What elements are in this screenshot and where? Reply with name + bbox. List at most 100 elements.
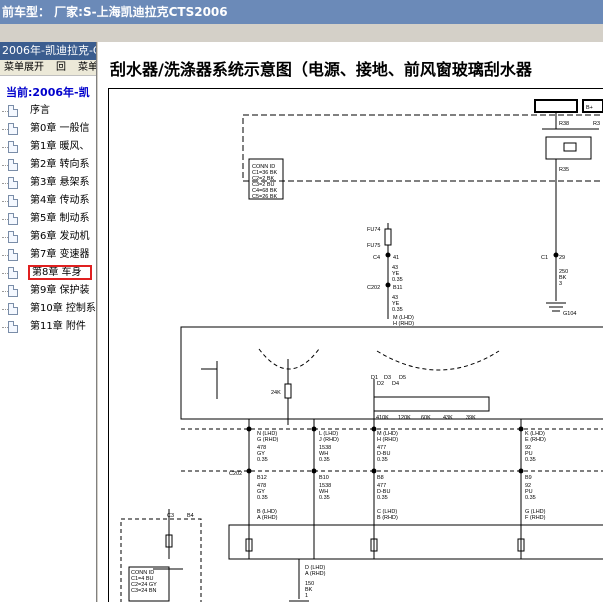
wire-label: 478	[257, 483, 266, 489]
sidebar-toolbar: 菜单展开 回 菜单	[0, 60, 96, 76]
content-toolbar-strip	[98, 24, 603, 42]
wire-label: BK	[305, 587, 313, 593]
tree-connector	[2, 165, 8, 166]
sidebar-item[interactable]: 第5章 制动系	[0, 210, 96, 228]
wire-label: 0.35	[392, 307, 403, 313]
wire-label: 477	[377, 483, 386, 489]
connector-label: C202	[229, 471, 242, 477]
fuse-label: FU74	[367, 227, 380, 233]
diode-label: D4	[392, 381, 399, 387]
document-icon	[8, 105, 18, 117]
wire-label: 250	[559, 269, 568, 275]
sidebar-item-label: 第10章 控制系	[30, 303, 96, 314]
wire-label: GY	[257, 451, 265, 457]
conn-id-top-text: C5=26 BK	[252, 194, 278, 200]
wire-label: WH	[319, 489, 328, 495]
bplus-label: B+	[586, 105, 593, 111]
pin-label: B9	[525, 475, 532, 481]
sidebar-item[interactable]: 第4章 传动系	[0, 192, 96, 210]
wire-label: 1	[305, 593, 308, 599]
connector-label: R3	[593, 121, 600, 127]
tree-connector	[2, 291, 8, 292]
conn-id-top-box	[248, 158, 284, 200]
fuse-symbol	[384, 228, 392, 246]
document-icon	[8, 303, 18, 315]
sidebar-item[interactable]: 第3章 悬架系	[0, 174, 96, 192]
wire-label: YE	[392, 271, 400, 277]
resistor-ladder	[373, 396, 490, 412]
sidebar-item-label: 第4章 传动系	[30, 195, 90, 206]
pin-label: B (RHD)	[377, 515, 398, 521]
conn-id-top-text: CONN ID	[252, 164, 275, 170]
resistor-label: 43K	[443, 415, 453, 421]
sidebar-item[interactable]: 第9章 保护装	[0, 282, 96, 300]
menu-button[interactable]: 菜单	[78, 62, 96, 73]
sidebar-item[interactable]: 第10章 控制系	[0, 300, 96, 318]
sidebar-item-label: 第2章 转向系	[30, 159, 90, 170]
expand-menu-button[interactable]: 菜单展开	[4, 62, 44, 73]
sidebar-item-label: 第7章 变速器	[30, 249, 90, 260]
pin-label: C (LHD)	[377, 509, 397, 515]
wire-label: 150	[305, 581, 314, 587]
tree-connector	[2, 327, 8, 328]
pin-label: G (LHD)	[525, 509, 546, 515]
wire-label: 0.35	[319, 457, 330, 463]
wire-label: 0.35	[392, 277, 403, 283]
top-component-box	[242, 114, 603, 182]
sidebar-item[interactable]: 第0章 一般信	[0, 120, 96, 138]
diode-label: D5	[399, 375, 406, 381]
connector-label: 41	[393, 255, 399, 261]
wire-label: 0.35	[525, 457, 536, 463]
diode-label: D3	[384, 375, 391, 381]
connector-label: C4	[373, 255, 380, 261]
pin-label: B (LHD)	[257, 509, 277, 515]
back-button[interactable]: 回	[56, 62, 66, 73]
sidebar-item[interactable]: 序言	[0, 102, 96, 120]
switch-module-box	[228, 524, 603, 560]
sidebar-item[interactable]: 第1章 暖风、	[0, 138, 96, 156]
pin-label: J (RHD)	[319, 437, 339, 443]
wire-label: 477	[377, 445, 386, 451]
wire-label: D-BU	[377, 451, 390, 457]
sidebar-item[interactable]: 第2章 转向系	[0, 156, 96, 174]
wire-label: 0.35	[377, 495, 388, 501]
motor-module-box	[180, 326, 603, 420]
wire-label: 0.35	[257, 457, 268, 463]
sidebar-item-label: 序言	[30, 105, 50, 116]
window-title-bar: 前车型： 厂家:S-上海凯迪拉克CTS2006	[0, 0, 603, 24]
connector-label: B11	[393, 285, 402, 291]
fuse-label: FU75	[367, 243, 380, 249]
resistor-label: 60K	[421, 415, 431, 421]
wire-label: 478	[257, 445, 266, 451]
wire-label: 3	[559, 281, 562, 287]
sidebar-item[interactable]: 第6章 发动机	[0, 228, 96, 246]
pin-label: M (LHD)	[393, 315, 414, 321]
sidebar-item[interactable]: 第8章 车身	[0, 264, 96, 282]
window-title: 前车型： 厂家:S-上海凯迪拉克CTS2006	[2, 5, 228, 19]
connector-label: R35	[559, 167, 569, 173]
relay-coil	[563, 142, 577, 152]
sidebar-item-label: 第5章 制动系	[30, 213, 90, 224]
sidebar-item-label: 第9章 保护装	[30, 285, 90, 296]
sidebar-item[interactable]: 第7章 变速器	[0, 246, 96, 264]
tree-connector	[2, 201, 8, 202]
wire-label: PU	[525, 451, 533, 457]
wire-label: 92	[525, 445, 531, 451]
pin-label: N (LHD)	[257, 431, 277, 437]
conn-id-bottom-text: C1=4 BU	[131, 576, 153, 582]
conn-id-top-text: C3=2 BU	[252, 182, 274, 188]
pin-label: G (RHD)	[257, 437, 279, 443]
connector-label: 29	[559, 255, 565, 261]
tree-connector	[2, 237, 8, 238]
tree-root[interactable]: 当前:2006年-凯	[6, 86, 90, 99]
tree-connector	[2, 129, 8, 130]
wire-label: WH	[319, 451, 328, 457]
conn-id-top-text: C1=36 BK	[252, 170, 278, 176]
pin-label: D (LHD)	[305, 565, 325, 571]
wire-label: BK	[559, 275, 567, 281]
diode-label: D1	[371, 375, 378, 381]
sidebar-item[interactable]: 第11章 附件	[0, 318, 96, 336]
tree-connector	[2, 183, 8, 184]
wire-label: 43	[392, 295, 398, 301]
